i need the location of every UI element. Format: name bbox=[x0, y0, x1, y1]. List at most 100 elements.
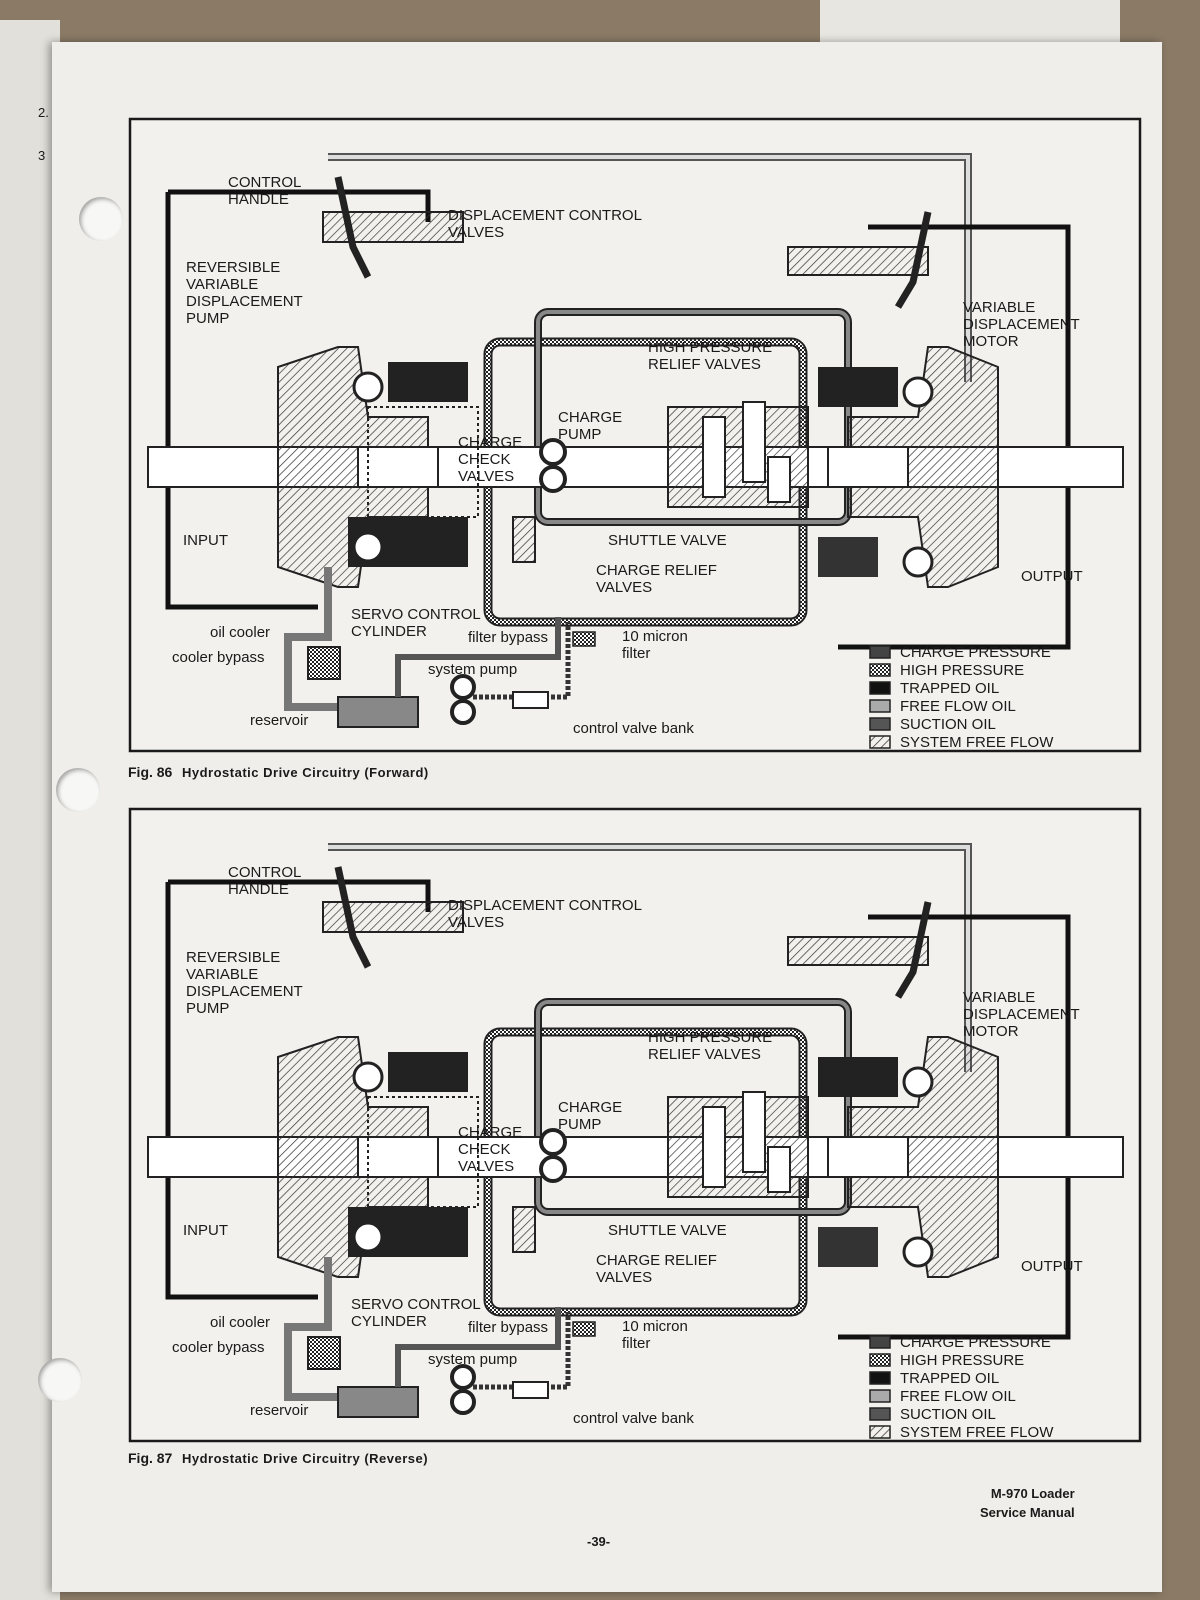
system-free-flow-line bbox=[473, 1312, 571, 1390]
cooler-line bbox=[284, 1257, 378, 1401]
oil-cooler bbox=[307, 1336, 341, 1370]
micron-filter bbox=[572, 631, 596, 647]
margin-number: 2. bbox=[38, 105, 49, 120]
legend-swatch bbox=[869, 1353, 891, 1367]
legend-swatch bbox=[869, 735, 891, 749]
manual-title-line: Service Manual bbox=[980, 1505, 1075, 1520]
underlying-page: 2. 3 bbox=[0, 20, 60, 1600]
legend-label: SYSTEM FREE FLOW bbox=[900, 734, 1054, 751]
high-pressure-relief-valve bbox=[742, 1091, 766, 1173]
pump-pivot bbox=[352, 531, 384, 563]
legend-label: FREE FLOW OIL bbox=[900, 698, 1016, 715]
shuttle-valve bbox=[767, 1146, 791, 1193]
control-handle-lever bbox=[334, 866, 372, 969]
system-pump-label: system pump bbox=[428, 1351, 517, 1368]
legend-label: TRAPPED OIL bbox=[900, 1370, 999, 1387]
motor-pivot bbox=[902, 376, 934, 408]
legend-swatch bbox=[869, 1407, 891, 1421]
system-pump-gear bbox=[450, 674, 476, 700]
control-handle-lever bbox=[334, 176, 372, 279]
motor-pivot bbox=[902, 546, 934, 578]
motor-servo-chamber-top bbox=[818, 367, 898, 407]
displacement-control-valve-right bbox=[787, 936, 929, 966]
high-pressure-relief-valve bbox=[742, 401, 766, 483]
legend-swatch bbox=[869, 1425, 891, 1439]
system-pump-gear bbox=[450, 699, 476, 725]
charge-check-valves bbox=[367, 406, 479, 518]
pump-servo-chamber-top bbox=[388, 362, 468, 402]
charge-pump-gear bbox=[539, 465, 567, 493]
punch-hole bbox=[79, 197, 123, 241]
control-valve-bank bbox=[512, 1381, 549, 1399]
control-valve-bank-label: control valve bank bbox=[573, 1410, 694, 1427]
manual-title-line: M-970 Loader bbox=[990, 1486, 1075, 1501]
pump-rotating-group bbox=[357, 446, 439, 488]
control-valve-bank-label: control valve bank bbox=[573, 720, 694, 737]
figure-title: Hydrostatic Drive Circuitry (Forward) bbox=[181, 765, 429, 780]
shuttle-valve-label: SHUTTLE VALVE bbox=[608, 532, 727, 549]
legend-swatch bbox=[869, 1371, 891, 1385]
page-number: -39- bbox=[587, 1534, 611, 1549]
legend-swatch bbox=[869, 681, 891, 695]
filter-bypass-label: filter bypass bbox=[468, 629, 548, 646]
legend-label: CHARGE PRESSURE bbox=[900, 644, 1051, 661]
micron-filter bbox=[572, 1321, 596, 1337]
control-valve-bank bbox=[512, 691, 549, 709]
charge-check-valves bbox=[367, 1096, 479, 1208]
system-pump-gear bbox=[450, 1364, 476, 1390]
system-free-flow-line bbox=[473, 622, 571, 700]
system-pump-line bbox=[395, 617, 561, 697]
legend-swatch bbox=[869, 663, 891, 677]
reservoir-tank bbox=[337, 696, 419, 728]
charge-relief-valve bbox=[512, 1206, 536, 1253]
motor-control-lever bbox=[894, 901, 932, 999]
legend-label: HIGH PRESSURE bbox=[900, 662, 1024, 679]
system-pump-gear bbox=[450, 1389, 476, 1415]
cooler-bypass-label: cooler bypass bbox=[172, 1339, 265, 1356]
motor-servo-chamber-bottom bbox=[818, 1227, 878, 1267]
filter-bypass-label: filter bypass bbox=[468, 1319, 548, 1336]
figure-number: Fig. 86 bbox=[128, 764, 173, 780]
control-line-right bbox=[838, 224, 1071, 650]
output-label: OUTPUT bbox=[1021, 568, 1083, 585]
shuttle-valve bbox=[767, 456, 791, 503]
cooler-line bbox=[284, 567, 378, 711]
punch-hole bbox=[38, 1358, 82, 1402]
charge-pump-gear bbox=[539, 1155, 567, 1183]
legend-swatch bbox=[869, 717, 891, 731]
system-pump-line bbox=[395, 1307, 561, 1387]
oil-cooler-label: oil cooler bbox=[210, 624, 270, 641]
oil-cooler bbox=[307, 646, 341, 680]
pump-pivot bbox=[352, 1221, 384, 1253]
pump-servo-chamber-top bbox=[388, 1052, 468, 1092]
legend-label: SUCTION OIL bbox=[900, 716, 996, 733]
cooler-bypass-label: cooler bypass bbox=[172, 649, 265, 666]
high-pressure-relief-valve bbox=[702, 416, 726, 498]
reservoir-tank bbox=[337, 1386, 419, 1418]
motor-housing bbox=[847, 1036, 999, 1278]
figure-87-caption: Fig. 87 Hydrostatic Drive Circuitry (Rev… bbox=[128, 1450, 428, 1466]
motor-pivot bbox=[902, 1236, 934, 1268]
pump-rotating-group bbox=[357, 1136, 439, 1178]
system-pump-label: system pump bbox=[428, 661, 517, 678]
motor-rotating-group bbox=[827, 1136, 909, 1178]
